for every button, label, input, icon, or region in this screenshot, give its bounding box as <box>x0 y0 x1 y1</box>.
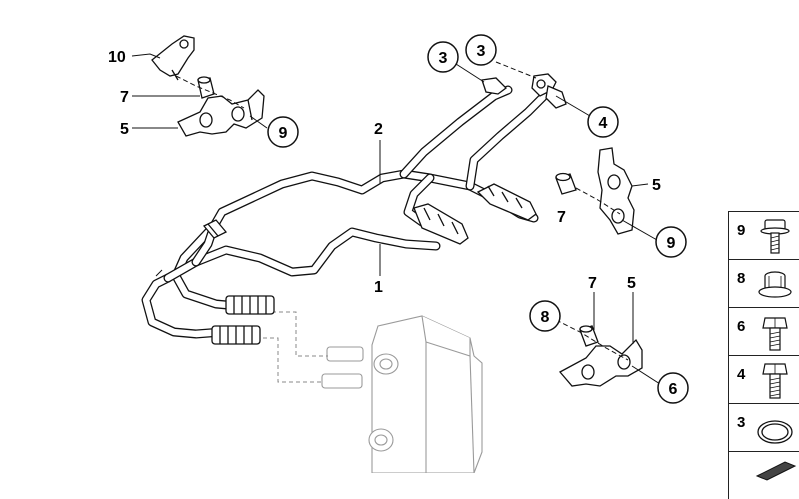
rubber-grommet-a <box>197 76 215 99</box>
callout-9a: 9 <box>267 116 299 148</box>
legend-item-number: 9 <box>737 222 746 239</box>
o-ring-icon <box>757 420 793 444</box>
legend-item-clip <box>728 451 799 499</box>
leader-9a <box>249 115 268 129</box>
callout-5b: 5 <box>652 177 661 194</box>
svg-text:9: 9 <box>667 235 676 252</box>
svg-text:4: 4 <box>599 115 608 132</box>
svg-text:3: 3 <box>439 50 448 67</box>
assembly-line-c <box>555 319 629 361</box>
leader-9b <box>621 219 658 241</box>
legend-item-8: 8 <box>728 259 799 307</box>
legend-item-number: 4 <box>737 366 746 383</box>
svg-text:8: 8 <box>541 309 550 326</box>
quick-coupling-middle <box>413 203 469 245</box>
hose-fitting-upper <box>225 295 275 315</box>
exploded-parts-diagram: 10 7 5 2 1 5 7 7 5 9 3 3 4 9 8 6 <box>108 34 689 473</box>
rubber-grommet-c <box>579 325 599 347</box>
callout-3b: 3 <box>465 34 497 66</box>
assembly-line-a <box>175 75 245 109</box>
callout-7c: 7 <box>588 275 597 292</box>
oil-line-rising-b <box>465 91 549 191</box>
leader-6 <box>631 365 661 385</box>
callout-1: 1 <box>374 279 383 296</box>
oil-cooler <box>256 311 483 473</box>
leader-3a <box>455 63 485 83</box>
nut-icon <box>758 271 792 298</box>
pipe-clamp-b <box>597 147 635 235</box>
mount-bracket <box>151 35 195 81</box>
hex-bolt-icon <box>762 363 788 399</box>
line-end-fitting-b <box>531 73 567 109</box>
hose-fitting-lower <box>211 325 261 345</box>
callout-6: 6 <box>657 372 689 404</box>
svg-text:9: 9 <box>279 125 288 142</box>
legend-item-4: 4 <box>728 355 799 403</box>
callout-3a: 3 <box>427 41 459 73</box>
callout-7b: 7 <box>557 209 566 226</box>
svg-text:3: 3 <box>477 43 486 60</box>
legend-item-3: 3 <box>728 403 799 451</box>
legend-item-number: 8 <box>737 270 746 287</box>
line-clamp-mark <box>155 269 163 277</box>
leader-4 <box>555 95 591 117</box>
assembly-line-b <box>575 187 621 215</box>
oil-line-middle <box>163 227 441 283</box>
callout-5a: 5 <box>120 121 129 138</box>
legend-item-9: 9 <box>728 211 799 259</box>
bolt-washer-head-icon <box>760 219 790 254</box>
legend-item-6: 6 <box>728 307 799 355</box>
callout-4: 4 <box>587 106 619 138</box>
leader-10 <box>131 53 161 59</box>
pipe-clamp-c <box>558 338 643 387</box>
callout-10: 10 <box>108 49 126 66</box>
oil-line-return <box>403 173 435 227</box>
callout-2: 2 <box>374 121 383 138</box>
svg-text:6: 6 <box>669 381 678 398</box>
pipe-clamp-a <box>177 89 265 137</box>
hex-bolt-icon <box>762 317 788 351</box>
oil-line-upper-left <box>171 221 243 311</box>
callout-7a: 7 <box>120 89 129 106</box>
oil-line-rising-a <box>399 85 513 179</box>
legend-item-number: 3 <box>737 414 746 431</box>
line-end-fitting-a <box>481 77 507 95</box>
sleeve-fitting <box>202 219 228 239</box>
parts-legend: 9 8 6 4 <box>728 211 799 499</box>
legend-item-number: 6 <box>737 318 746 335</box>
clip-icon <box>755 461 797 481</box>
callout-5c: 5 <box>627 275 636 292</box>
quick-coupling-upper-right <box>476 183 537 221</box>
callout-8: 8 <box>529 300 561 332</box>
rubber-grommet-b <box>555 172 577 195</box>
leader-3b <box>495 61 537 79</box>
leader-5b <box>631 183 649 187</box>
callout-9b: 9 <box>655 226 687 258</box>
